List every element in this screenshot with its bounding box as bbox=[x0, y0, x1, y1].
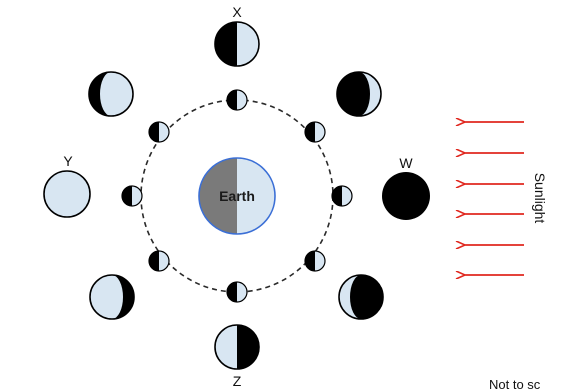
phase-label-y: Y bbox=[63, 153, 73, 169]
earth-day-side bbox=[237, 158, 275, 234]
phase-label-x: X bbox=[232, 4, 242, 20]
sunlight-label: Sunlight bbox=[532, 173, 548, 224]
scale-note: Not to sc bbox=[489, 377, 541, 392]
orbit-moon-bottom bbox=[226, 281, 248, 303]
orbit-moon-bottom-right bbox=[304, 250, 326, 272]
earth-outline bbox=[198, 157, 276, 235]
phase-moon-top bbox=[214, 21, 260, 67]
earth-label: Earth bbox=[219, 188, 255, 204]
orbit-moon-top-left bbox=[148, 121, 170, 143]
phase-moon-bottom bbox=[214, 324, 260, 370]
orbit-moon-left bbox=[121, 185, 143, 207]
earth: Earth bbox=[198, 157, 276, 235]
phase-label-z: Z bbox=[233, 373, 242, 389]
sunlight-arrows bbox=[463, 122, 524, 275]
earth-night-side bbox=[199, 158, 237, 234]
phase-moon-left bbox=[43, 170, 91, 218]
orbit-moon-bottom-left bbox=[148, 250, 170, 272]
orbit-moon-right bbox=[331, 185, 353, 207]
phase-moon-top-right bbox=[336, 71, 382, 117]
phase-moon-bottom-right bbox=[338, 274, 384, 320]
orbit-moon-top bbox=[226, 89, 248, 111]
phase-label-w: W bbox=[399, 155, 413, 171]
orbit-moon-top-right bbox=[304, 121, 326, 143]
phase-moon-bottom-left bbox=[89, 274, 135, 320]
phase-moon-right bbox=[382, 172, 430, 220]
phase-moon-top-left bbox=[88, 71, 134, 117]
